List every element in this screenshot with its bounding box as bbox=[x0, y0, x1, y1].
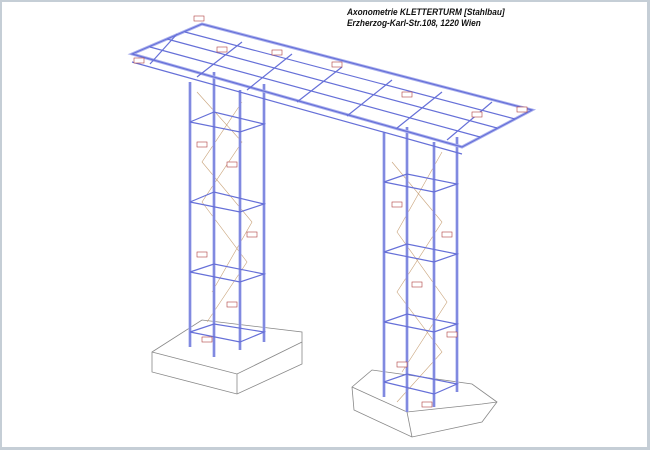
part-labels bbox=[133, 15, 528, 408]
roof-grid bbox=[127, 22, 537, 155]
left-foundation bbox=[151, 319, 303, 395]
title-line-2: Erzherzog-Karl-Str.108, 1220 Wien bbox=[347, 18, 481, 28]
climbing-holds bbox=[196, 91, 448, 403]
left-tower bbox=[188, 72, 267, 357]
right-tower bbox=[382, 127, 460, 412]
drawing-title-block: Axonometrie KLETTERTURM [Stahlbau] Erzhe… bbox=[347, 7, 505, 29]
title-line-1: Axonometrie KLETTERTURM [Stahlbau] bbox=[347, 7, 505, 17]
